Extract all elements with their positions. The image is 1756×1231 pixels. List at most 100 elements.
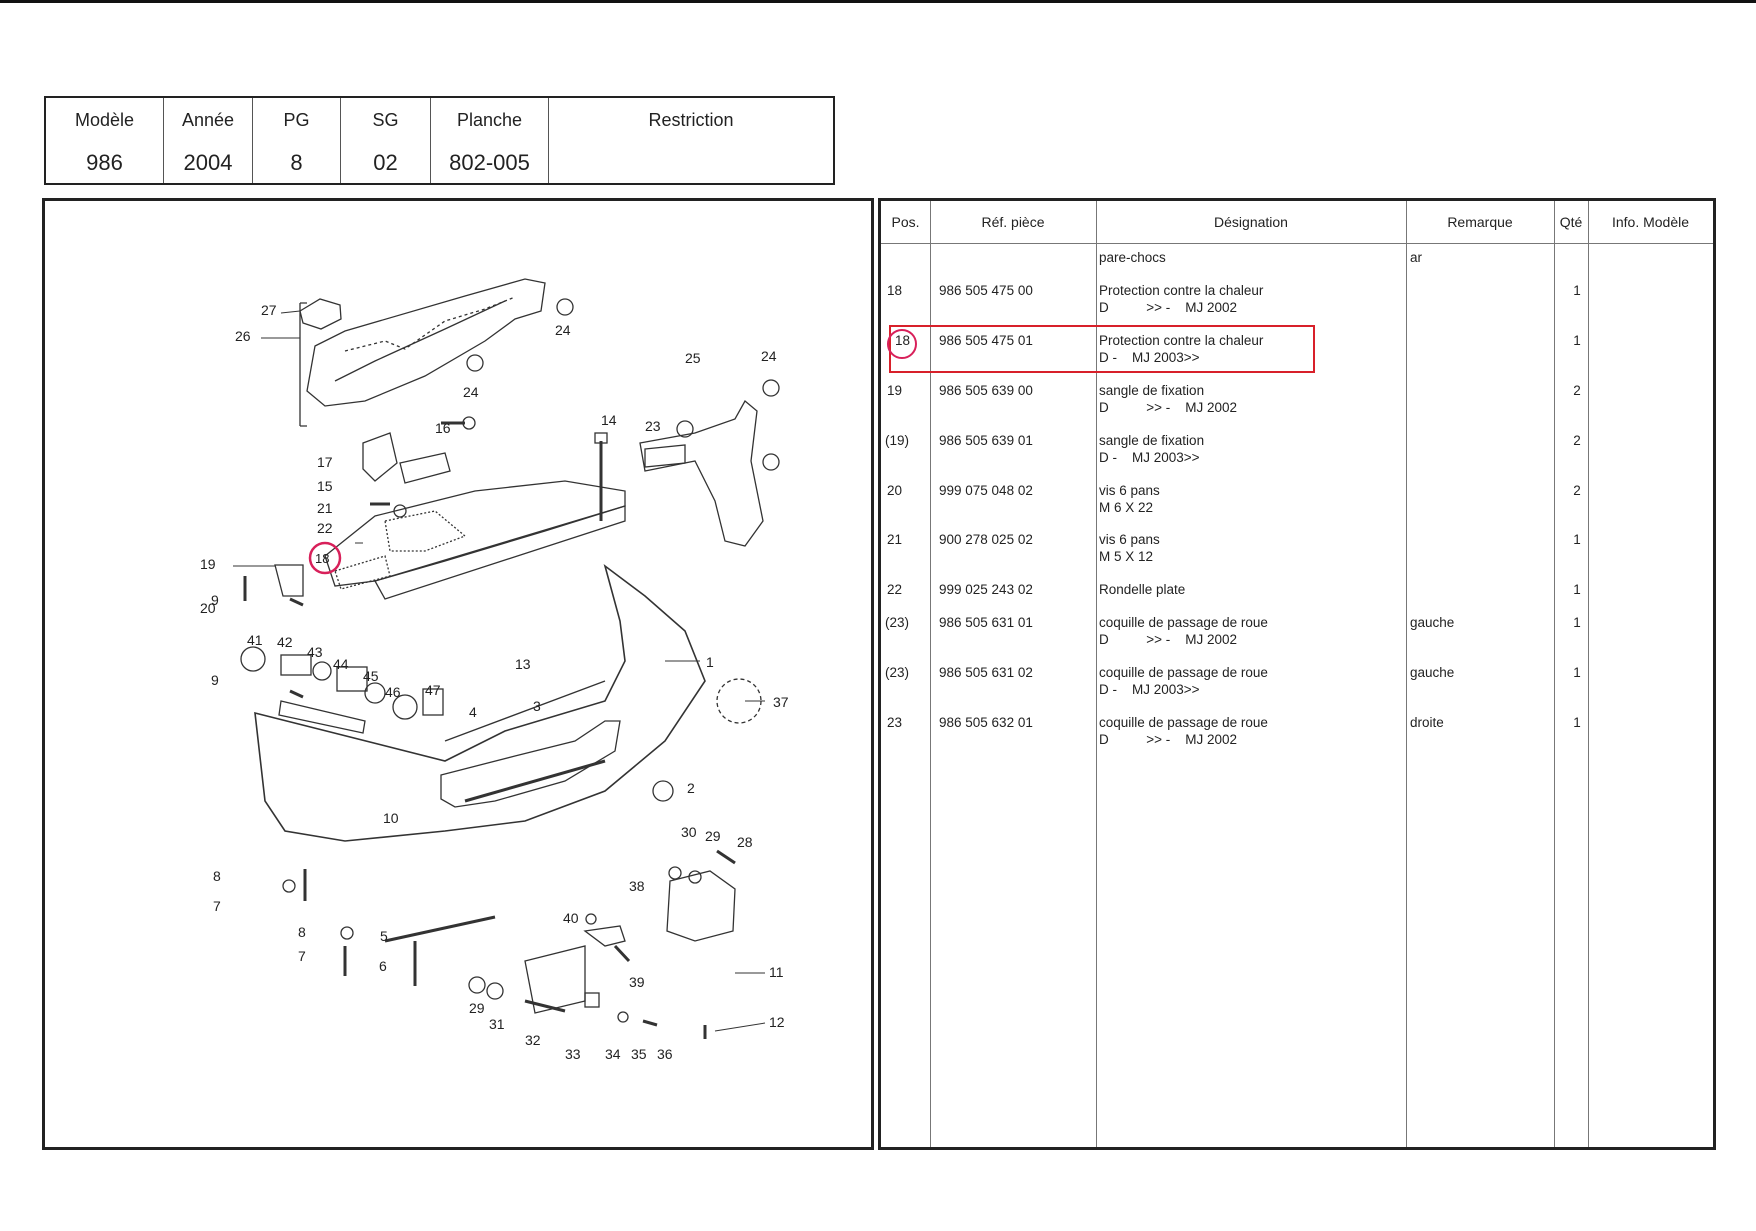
part-44: [336, 666, 368, 692]
cell-ref: 986 505 631 02: [939, 665, 1033, 680]
callout-24: 24: [761, 348, 777, 364]
cell-remark: droite: [1410, 715, 1444, 730]
part-41: [240, 646, 266, 672]
designation-line: D >> - MJ 2002: [1099, 400, 1238, 415]
designation-line: D - MJ 2003>>: [1099, 350, 1200, 365]
nut-part: [556, 298, 574, 316]
cell-qty: 2: [1573, 483, 1581, 498]
table-row: (23) 986 505 631 02 coquille de passage …: [881, 664, 1713, 708]
row-highlight-box: [889, 325, 1315, 373]
column-header-model-info: Info. Modèle: [1611, 214, 1690, 230]
callout-28: 28: [737, 834, 753, 850]
header-label: Modèle: [74, 110, 135, 130]
callout-26: 26: [235, 328, 251, 344]
designation-line: D >> - MJ 2002: [1099, 732, 1238, 747]
designation-line: vis 6 pans: [1099, 532, 1160, 547]
column-header-designation: Désignation: [1214, 214, 1288, 230]
callout-27: 27: [261, 302, 277, 318]
designation-line: M 6 X 22: [1099, 500, 1154, 515]
cell-remark: ar: [1410, 250, 1423, 265]
callout-45: 45: [363, 668, 379, 684]
callout-2: 2: [687, 780, 695, 796]
callout-9: 9: [211, 672, 219, 688]
exploded-diagram: 1 2 3 4 5 6 7 7 8 8 9 9 10 11 12 13 14 1…: [42, 198, 874, 1150]
column-divider: [1096, 201, 1097, 1147]
callout-34: 34: [605, 1046, 621, 1062]
callout-15: 15: [317, 478, 333, 494]
strip-3: [464, 759, 606, 803]
callout-22: 22: [317, 520, 333, 536]
callout-37: 37: [773, 694, 789, 710]
table-row: pare-chocs ar: [881, 249, 1713, 293]
header-label: Année: [181, 110, 235, 130]
header-divider: [881, 243, 1713, 244]
cell-qty: 1: [1573, 532, 1581, 547]
designation-line: M 5 X 12: [1099, 549, 1154, 564]
screw-28: [716, 849, 736, 865]
bracket-5: [384, 915, 496, 943]
part-39: [613, 944, 631, 963]
cell-ref: 986 505 639 00: [939, 383, 1033, 398]
wheel-arch-shell-23: [639, 399, 764, 547]
nut-part: [466, 354, 484, 372]
header-table: Modèle 986 Année 2004 PG 8 SG 02 Planche…: [44, 96, 835, 185]
cell-qty: 1: [1573, 582, 1581, 597]
bolt-head: [594, 432, 608, 444]
callout-41: 41: [247, 632, 263, 648]
bumper-carrier-part: [306, 278, 546, 407]
cell-pos: 21: [887, 532, 903, 547]
column-header-remark: Remarque: [1447, 214, 1513, 230]
designation-line: D - MJ 2003>>: [1099, 682, 1200, 697]
cell-qty: 1: [1573, 665, 1581, 680]
callout-44: 44: [333, 656, 349, 672]
callout-40: 40: [563, 910, 579, 926]
washer-29: [468, 976, 486, 994]
callout-18: 18: [315, 551, 329, 566]
part-8: [282, 879, 296, 893]
callout-29: 29: [469, 1000, 485, 1016]
designation-line: D >> - MJ 2002: [1099, 632, 1238, 647]
callout-32: 32: [525, 1032, 541, 1048]
callout-13: 13: [515, 656, 531, 672]
callout-24: 24: [555, 322, 571, 338]
designation-line: Rondelle plate: [1099, 582, 1186, 597]
cell-designation: pare-chocs: [1099, 249, 1399, 266]
callout-23: 23: [645, 418, 661, 434]
callout-30: 30: [681, 824, 697, 840]
cover-11: [666, 870, 736, 942]
column-divider: [1406, 201, 1407, 1147]
part-42: [280, 654, 312, 676]
header-label: SG: [372, 110, 399, 130]
part-8: [340, 926, 354, 940]
bracket-19: [274, 564, 304, 597]
callout-9: 9: [211, 592, 219, 608]
top-border-line: [0, 0, 1756, 3]
callout-4: 4: [469, 704, 477, 720]
leader-line: [280, 310, 301, 314]
wheel-arch-grille: [644, 444, 686, 468]
grille-10: [278, 700, 366, 734]
callout-46: 46: [385, 684, 401, 700]
screw-head: [462, 416, 476, 430]
clip-9: [289, 689, 304, 699]
bracket-17: [362, 432, 398, 482]
callout-39: 39: [629, 974, 645, 990]
header-value: [549, 142, 833, 183]
header-col-planche: Planche 802-005: [431, 98, 549, 183]
part-43: [312, 661, 332, 681]
part-47: [422, 688, 444, 716]
designation-line: coquille de passage de roue: [1099, 715, 1268, 730]
washer-22: [393, 504, 407, 518]
callout-8: 8: [213, 868, 221, 884]
highlight-circle-18: [308, 541, 342, 575]
callout-20: 20: [200, 600, 216, 616]
header-value: 986: [86, 150, 123, 175]
header-col-annee: Année 2004: [164, 98, 253, 183]
washer-35: [617, 1011, 629, 1023]
designation-line: Protection contre la chaleur: [1099, 283, 1264, 298]
